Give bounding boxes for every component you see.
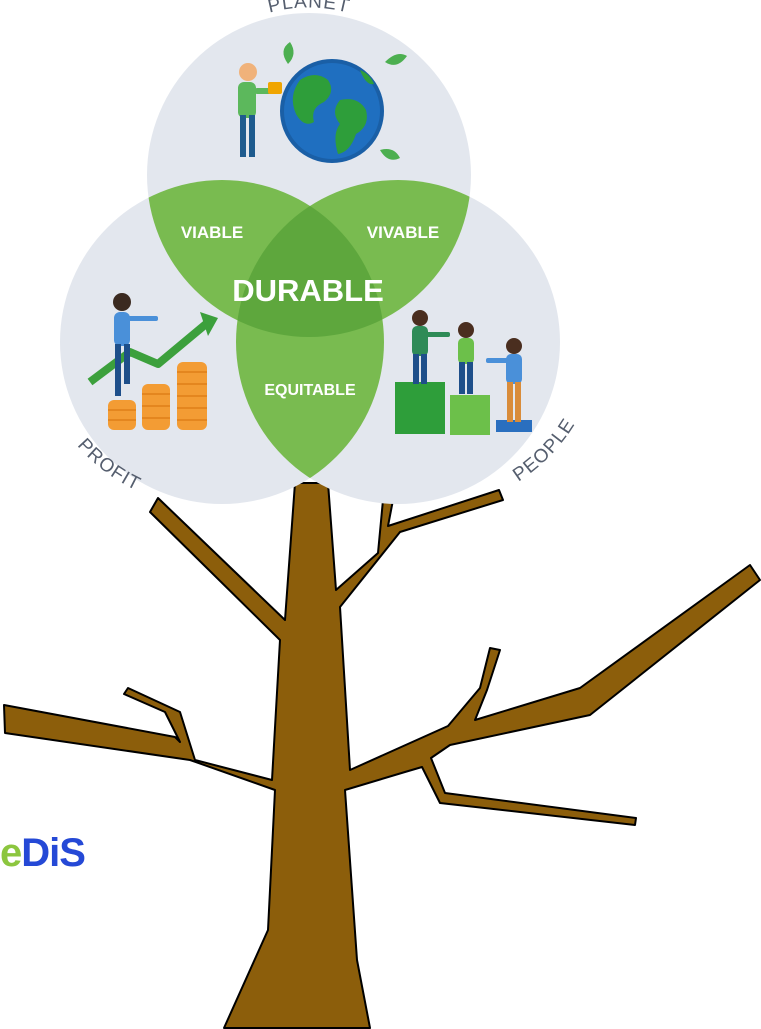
profit-growth-illustration: [87, 293, 218, 430]
durable-center: [236, 180, 384, 337]
globe-icon: [280, 59, 384, 163]
durable-label: DURABLE: [232, 273, 384, 308]
person-right-icon: [486, 338, 522, 422]
planet-label: PLANET: [266, 0, 351, 18]
logo-prefix: e: [0, 831, 22, 875]
people-helping-illustration: [395, 310, 532, 435]
tree-trunk-and-branches: [3, 482, 761, 1029]
viable-label: VIABLE: [181, 223, 243, 242]
svg-text:PLANET: PLANET: [266, 0, 352, 18]
equitable-label: EQUITABLE: [264, 382, 356, 399]
venn-diagram: VIABLE VIVABLE DURABLE EQUITABLE: [60, 13, 560, 504]
edis-logo: eDiS: [0, 831, 86, 875]
globe-gardener-illustration: [238, 42, 407, 163]
gardener-person-icon: [238, 63, 282, 157]
investor-person-icon: [113, 293, 158, 396]
podium-blocks-icon: [395, 382, 532, 435]
vivable-label: VIVABLE: [367, 223, 439, 242]
growth-arrow-icon: [87, 312, 218, 386]
tree: [3, 482, 761, 1029]
person-middle-icon: [458, 322, 474, 394]
person-left-icon: [412, 310, 450, 384]
coin-stacks-icon: [108, 362, 207, 430]
logo-text: DiS: [21, 831, 86, 875]
